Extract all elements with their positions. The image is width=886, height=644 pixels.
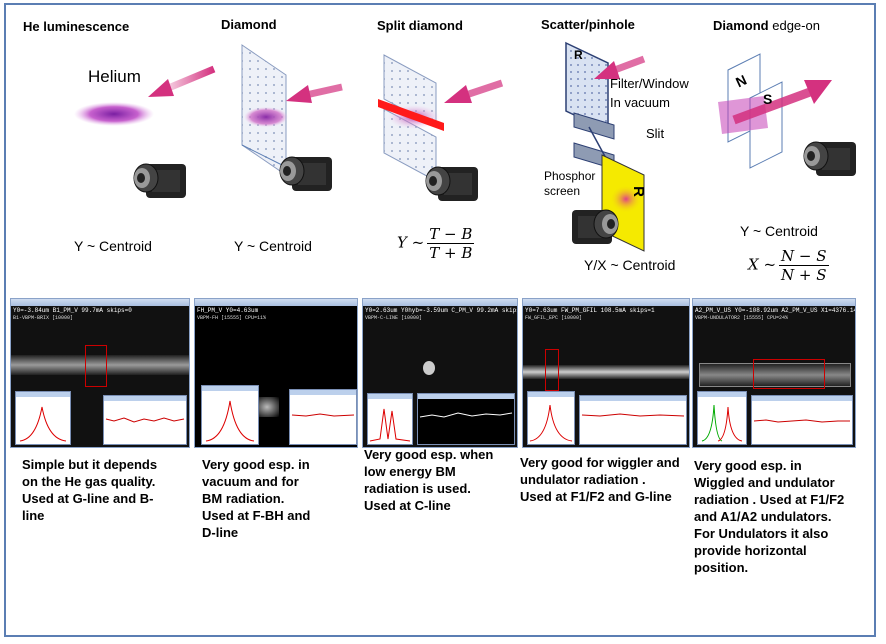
- beam-arrow-icon: [148, 65, 216, 97]
- screenshot-edge-on: A2_PM_V_US Y0=-108.92um A2_PM_V_US X1=43…: [692, 298, 856, 448]
- edge-on-scene: [718, 53, 856, 176]
- split-diamond-scene: [378, 54, 504, 201]
- screen-label: screen: [544, 184, 581, 198]
- description-line: and A1/A2 undulators.: [694, 509, 832, 524]
- he-beam-glow: [74, 102, 154, 126]
- camera-icon: [572, 209, 619, 244]
- description-line: radiation is used.: [364, 481, 471, 496]
- camera-icon: [133, 163, 186, 198]
- screenshot-status: A2_PM_V_US Y0=-108.92um A2_PM_V_US X1=43…: [695, 307, 855, 314]
- description-line: position.: [694, 560, 749, 575]
- split-formula-num: T − B: [427, 225, 475, 244]
- screenshot-status: FH_PM_V Y0=4.63um: [197, 307, 259, 314]
- phosphor-label: Phosphor: [544, 169, 596, 183]
- beam-arrow-icon: [444, 79, 504, 103]
- camera-icon: [425, 166, 478, 201]
- description-line: low energy BM: [364, 464, 456, 479]
- s-label: S: [763, 91, 773, 107]
- description-he: Simple but it depends on the He gas qual…: [22, 456, 157, 524]
- split-formula-den: T + B: [429, 244, 473, 262]
- edge-formula-y: Y ~ Centroid: [740, 223, 818, 239]
- he-formula: Y ~ Centroid: [74, 238, 152, 254]
- beam-arrow-icon: [594, 55, 646, 79]
- split-gap-band: [378, 99, 444, 131]
- description-line: Used at G-line and B-: [22, 491, 154, 506]
- in-vacuum-label: In vacuum: [610, 95, 670, 110]
- description-line: Very good esp. in: [202, 457, 310, 472]
- screenshot-diamond: FH_PM_V Y0=4.63um VBPM-FH [15555] CPU=11…: [194, 298, 358, 448]
- description-line: line: [22, 508, 45, 523]
- header-split-diamond: Split diamond: [377, 18, 463, 33]
- description-line: For Undulators it also: [694, 526, 829, 541]
- screenshot-sub: FW_GFIL_EPC [10000]: [525, 315, 583, 321]
- slit-label: Slit: [646, 126, 665, 141]
- screenshot-sub: VBPM-C-LINE [10000]: [365, 315, 423, 321]
- filter-window-label: Filter/Window: [610, 76, 689, 91]
- description-line: undulator radiation .: [520, 472, 646, 487]
- camera-icon: [803, 141, 856, 176]
- header-diamond-edge-on: Diamond edge-on: [713, 18, 820, 33]
- description-line: provide horizontal: [694, 543, 807, 558]
- edge-formula-lhs: X ~: [748, 255, 777, 274]
- description-scatter: Very good for wiggler and undulator radi…: [520, 454, 680, 505]
- edge-formula-num: N − S: [779, 247, 829, 266]
- r-label-top: R: [574, 48, 583, 62]
- description-line: on the He gas quality.: [22, 474, 156, 489]
- slit-plate-top: [573, 112, 615, 140]
- he-scene: [74, 65, 216, 198]
- description-line: Very good esp. in: [694, 458, 802, 473]
- description-line: Very good esp. when: [364, 447, 494, 462]
- description-line: Very good for wiggler and: [520, 455, 680, 470]
- screenshot-status: Y0=7.63um FW_PM_GFIL 108.5mA skips=1: [525, 307, 655, 314]
- description-split: Very good esp. when low energy BM radiat…: [364, 446, 493, 514]
- split-formula-lhs: Y ~: [397, 233, 425, 252]
- diamond-scene: [241, 44, 343, 191]
- r-label-screen: R: [629, 186, 647, 197]
- description-line: Used at C-line: [364, 498, 451, 513]
- screenshot-status: Y0=-3.84um B1_PM_V 99.7mA skips=0: [13, 307, 132, 314]
- screenshot-sub: VBPM-FH [15555] CPU=11%: [197, 315, 267, 321]
- header-he-luminescence: He luminescence: [23, 19, 130, 34]
- screenshot-split-diamond: Y0=2.63um Y0hyb=-3.59um C_PM_V 99.2mA sk…: [362, 298, 518, 448]
- screenshot-he: Y0=-3.84um B1_PM_V 99.7mA skips=0 B1-VBP…: [10, 298, 190, 448]
- screenshot-sub: VBPM-UNDULATOR2 [15555] CPU=24%: [695, 315, 789, 321]
- header-edge-bold: Diamond: [713, 18, 769, 33]
- diamond-beam-glow: [244, 107, 288, 127]
- beam-arrow-icon: [732, 80, 832, 125]
- description-line: Wiggled and undulator: [694, 475, 835, 490]
- description-edge-on: Very good esp. in Wiggled and undulator …: [694, 457, 844, 576]
- header-edge-rest: edge-on: [768, 18, 820, 33]
- description-line: Used at F1/F2 and G-line: [520, 489, 672, 504]
- screenshot-status: Y0=2.63um Y0hyb=-3.59um C_PM_V 99.2mA sk…: [365, 307, 517, 314]
- camera-icon: [279, 156, 332, 191]
- header-scatter-pinhole: Scatter/pinhole: [541, 17, 635, 32]
- description-line: Simple but it depends: [22, 457, 158, 472]
- diagram-frame: He luminescence Diamond Split diamond Sc…: [4, 3, 876, 637]
- description-line: vacuum and for: [202, 474, 299, 489]
- screenshot-scatter: Y0=7.63um FW_PM_GFIL 108.5mA skips=1 FW_…: [522, 298, 690, 448]
- scatter-formula: Y/X ~ Centroid: [584, 257, 676, 273]
- description-line: BM radiation.: [202, 491, 285, 506]
- edge-formula-den: N + S: [781, 266, 827, 284]
- description-line: Used at F-BH and: [202, 508, 311, 523]
- beam-arrow-icon: [286, 83, 343, 103]
- helium-label: Helium: [88, 67, 141, 86]
- header-diamond: Diamond: [221, 17, 277, 32]
- description-line: radiation . Used at F1/F2: [694, 492, 845, 507]
- description-diamond: Very good esp. in vacuum and for BM radi…: [202, 456, 310, 541]
- scatter-scene: [565, 41, 646, 252]
- description-line: D-line: [202, 525, 239, 540]
- screenshot-sub: B1-VBPM-BRIX [10000]: [13, 315, 74, 321]
- diamond-formula: Y ~ Centroid: [234, 238, 312, 254]
